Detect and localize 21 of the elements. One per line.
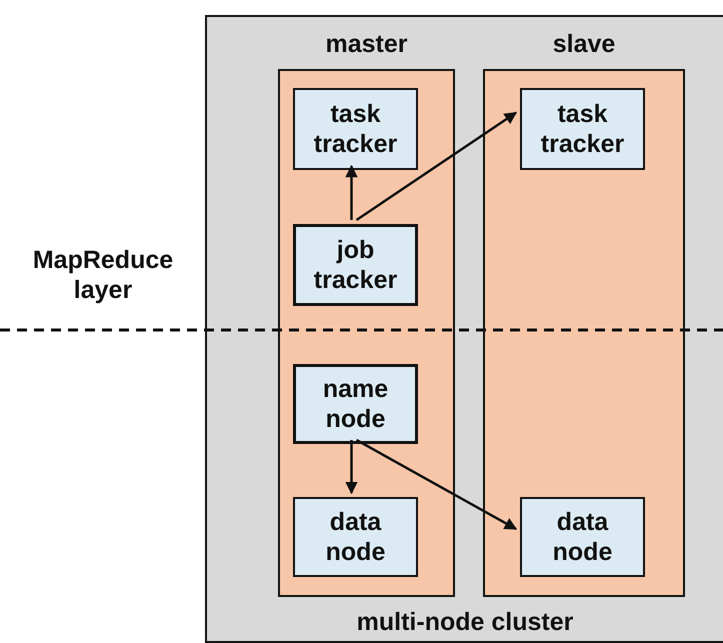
arrow <box>356 438 518 530</box>
arrow <box>356 112 518 222</box>
box-label: data node <box>324 507 386 567</box>
process-box <box>293 88 418 170</box>
layer-label: MapReduce layer <box>32 245 174 305</box>
box-label: name node <box>322 374 390 434</box>
box-label: task tracker <box>540 99 626 159</box>
arrow <box>345 440 358 494</box>
box-label: task tracker <box>312 99 398 159</box>
process-box <box>293 364 418 444</box>
machine-label: slave <box>552 29 616 59</box>
machine-label: master <box>326 29 408 59</box>
cluster-panel <box>205 15 723 643</box>
process-box <box>293 224 418 306</box>
process-box <box>520 88 645 170</box>
cluster-label: multi-node cluster <box>356 607 574 637</box>
box-label: data node <box>552 507 614 567</box>
box-label: job tracker <box>312 235 398 295</box>
process-box <box>520 497 645 577</box>
arrow <box>345 164 358 220</box>
process-box <box>293 497 418 577</box>
